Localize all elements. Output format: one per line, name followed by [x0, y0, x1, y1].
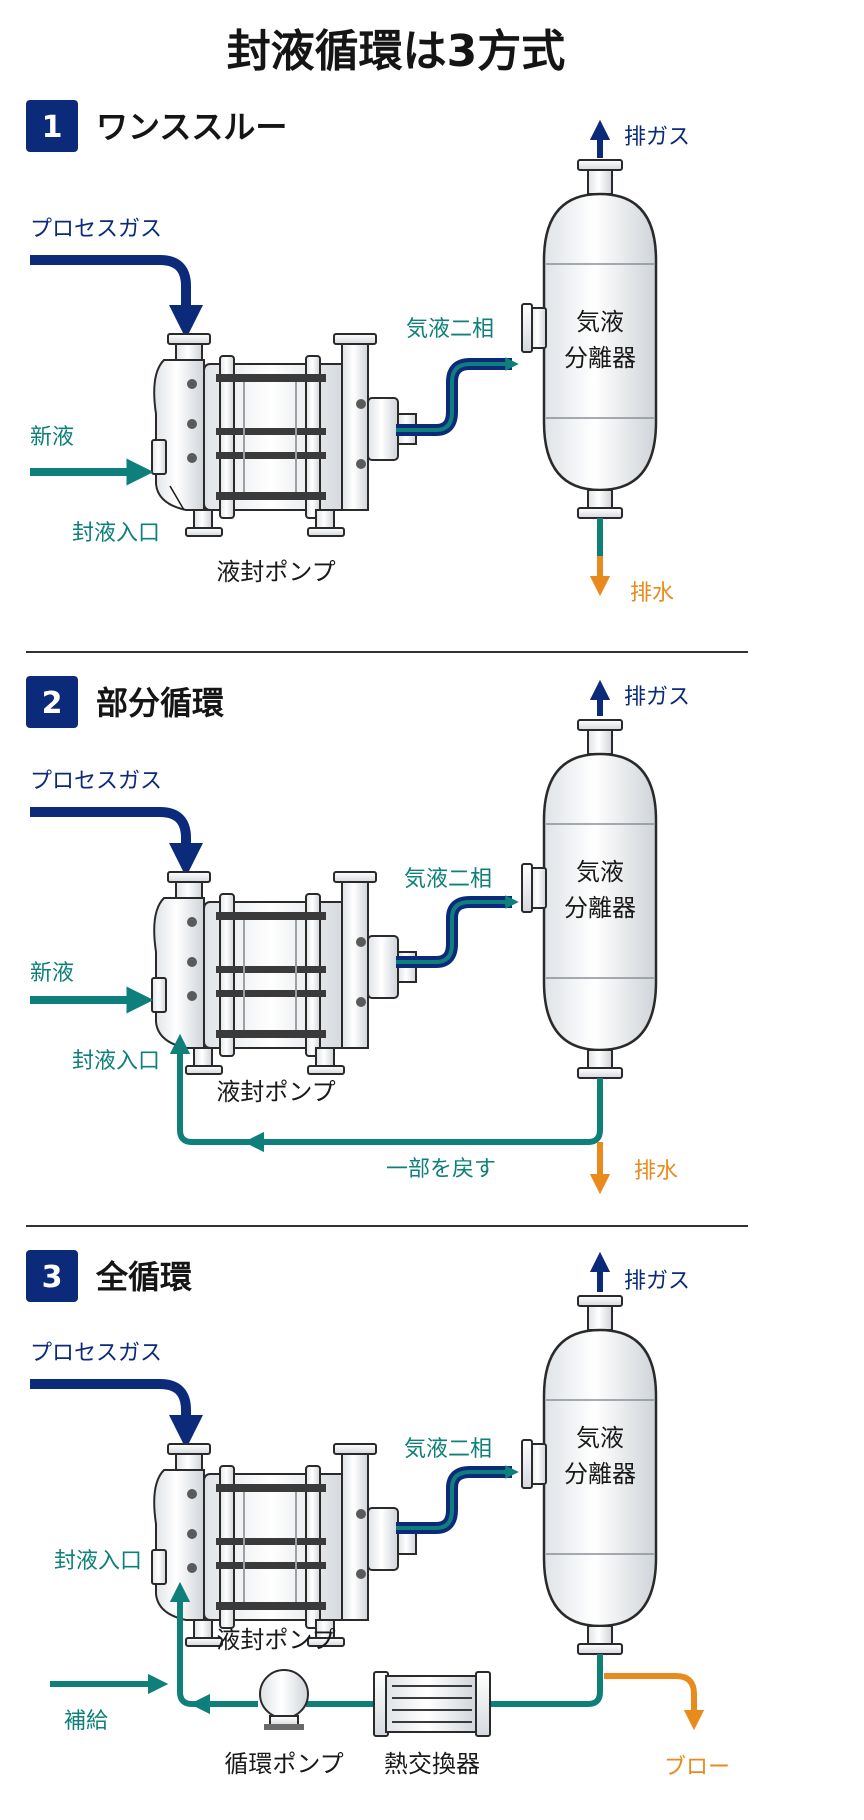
process-gas-label: プロセスガス	[30, 769, 162, 794]
separator-label-line1: 気液	[576, 308, 624, 336]
separator-label-line1: 気液	[576, 1424, 624, 1452]
section-partial-recirculation: 2 部分循環 プロセスガス 液封ポンプ 新液 封液入口 気液二相 気液 分離器 …	[26, 676, 690, 1195]
section-number: 2	[42, 686, 63, 721]
two-phase-label: 気液二相	[404, 1437, 492, 1462]
liquid-ring-pump	[151, 1443, 417, 1647]
circulation-pump	[259, 1669, 309, 1730]
two-phase-label: 気液二相	[404, 867, 492, 892]
loop-line-separator	[486, 1654, 603, 1707]
two-phase-line-teal	[396, 895, 519, 964]
section-badge	[26, 100, 78, 152]
section-number: 1	[42, 110, 63, 145]
process-gas-line	[30, 1379, 204, 1450]
exhaust-label: 排ガス	[624, 685, 690, 710]
section-badge	[26, 676, 78, 728]
separator-label-line1: 気液	[576, 858, 624, 886]
two-phase-label: 気液二相	[406, 317, 494, 342]
section-full-recirculation: 3 全循環 プロセスガス 液封ポンプ 封液入口 気液二相 気液 分離器 排ガス …	[26, 1250, 730, 1780]
pump-label: 液封ポンプ	[216, 1078, 335, 1106]
return-line	[243, 1078, 603, 1153]
separator-label-line2: 分離器	[564, 1460, 636, 1488]
section-badge	[26, 1250, 78, 1302]
section-title: 部分循環	[96, 684, 224, 722]
liquid-ring-pump	[151, 333, 417, 537]
two-phase-line-teal	[396, 1465, 519, 1530]
circulation-pump-label: 循環ポンプ	[224, 1750, 343, 1778]
heat-exchanger-label: 熱交換器	[384, 1750, 480, 1778]
pump-label: 液封ポンプ	[216, 558, 335, 586]
return-part-label: 一部を戻す	[386, 1157, 496, 1182]
gas-liquid-separator	[520, 158, 658, 520]
seal-inlet-label: 封液入口	[54, 1549, 142, 1574]
pump-label: 液封ポンプ	[216, 1626, 335, 1654]
fresh-liquid-label: 新液	[30, 425, 74, 450]
process-gas-label: プロセスガス	[30, 217, 162, 242]
makeup-label: 補給	[64, 1709, 108, 1734]
process-gas-line	[30, 807, 204, 878]
page-title: 封液循環は3方式	[227, 26, 566, 77]
process-gas-label: プロセスガス	[30, 1341, 162, 1366]
blow-line	[604, 1673, 705, 1731]
loop-line-inlet	[169, 1581, 200, 1707]
section-title: 全循環	[95, 1258, 192, 1296]
separator-label-line2: 分離器	[564, 344, 636, 372]
exhaust-label: 排ガス	[624, 125, 690, 150]
return-to-inlet-line	[169, 1033, 262, 1145]
section-title: ワンススルー	[96, 108, 287, 146]
section-number: 3	[42, 1260, 63, 1295]
seal-inlet-label: 封液入口	[72, 521, 160, 546]
process-gas-line	[30, 255, 204, 340]
section-once-through: 1 ワンススルー プロセスガス 液封ポンプ 新液 封液入口 気液二相 気液 分離…	[26, 100, 690, 606]
separator-label-line2: 分離器	[564, 894, 636, 922]
heat-exchanger	[373, 1671, 491, 1737]
fresh-liquid-label: 新液	[30, 961, 74, 986]
seal-inlet-leader	[169, 485, 185, 511]
blow-label: ブロー	[664, 1755, 730, 1780]
drain-label: 排水	[634, 1159, 678, 1184]
seal-inlet-label: 封液入口	[72, 1049, 160, 1074]
liquid-ring-pump	[151, 871, 417, 1075]
exhaust-label: 排ガス	[624, 1269, 690, 1294]
drain-label: 排水	[630, 581, 674, 606]
two-phase-line-teal	[396, 357, 519, 432]
